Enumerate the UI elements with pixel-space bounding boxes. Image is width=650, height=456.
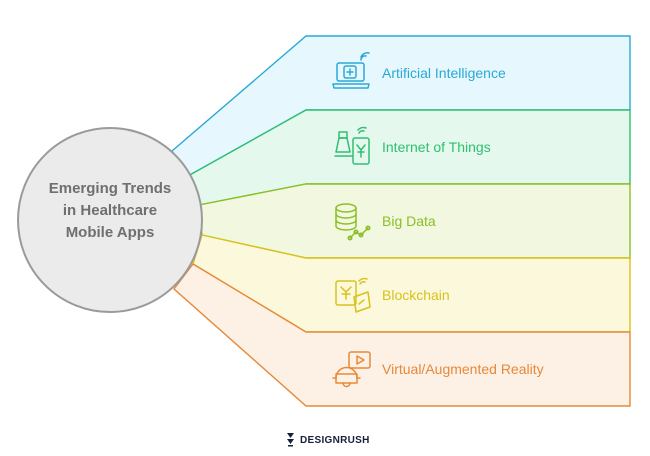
vr-headset-icon: [332, 351, 371, 388]
iot-device-icon: [334, 126, 370, 165]
trend-label-big-data: Big Data: [382, 213, 436, 229]
brand-name: DESIGNRUSH: [300, 434, 370, 446]
trend-label-virtual-augmented-reality: Virtual/Augmented Reality: [382, 361, 544, 377]
designrush-logo-icon: [287, 433, 294, 447]
brand-footer: DESIGNRUSH: [284, 432, 370, 448]
blockchain-icon: [335, 277, 371, 313]
database-icon: [335, 203, 371, 241]
center-circle: [17, 127, 203, 313]
laptop-medical-icon: [332, 52, 370, 89]
center-title-line-3: Mobile Apps: [65, 224, 155, 241]
center-title-line-1: Emerging Trends: [48, 180, 172, 197]
center-title-line-2: in Healthcare: [62, 202, 158, 219]
trend-label-internet-of-things: Internet of Things: [382, 139, 491, 155]
trend-label-blockchain: Blockchain: [382, 287, 450, 303]
funnel-virtual-augmented-reality: [173, 263, 631, 407]
trend-label-artificial-intelligence: Artificial Intelligence: [382, 65, 506, 81]
center-title: Emerging Trends in Healthcare Mobile App…: [20, 178, 200, 244]
